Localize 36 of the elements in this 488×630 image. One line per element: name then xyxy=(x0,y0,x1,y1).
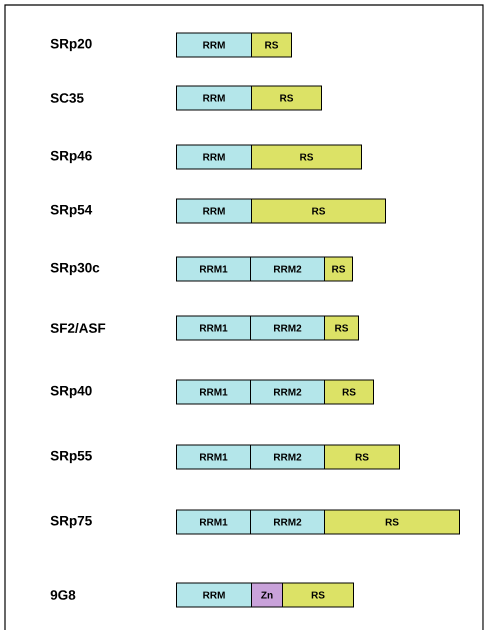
domain-box: RRM1 xyxy=(176,510,251,534)
protein-name: SRp55 xyxy=(50,450,92,464)
domain-box: RS xyxy=(324,316,359,340)
domain-box: RRM xyxy=(176,86,252,110)
domain-box: RS xyxy=(324,444,400,470)
domain-box: RRM xyxy=(176,198,252,224)
domain-box: RRM1 xyxy=(176,256,251,282)
domain-box: RRM xyxy=(176,144,252,170)
protein-name: SRp75 xyxy=(50,516,92,528)
protein-name: SRp46 xyxy=(50,150,92,164)
domain-box: RS xyxy=(324,510,460,534)
domain-box: RRM1 xyxy=(176,380,251,404)
domain-box: Zn xyxy=(251,582,283,608)
domain-box: RS xyxy=(251,144,362,170)
protein-name: SF2/ASF xyxy=(50,322,106,334)
protein-name: SRp20 xyxy=(50,38,92,52)
domain-box: RS xyxy=(251,198,386,224)
domain-box: RRM2 xyxy=(250,380,325,404)
domain-box: RS xyxy=(251,32,292,58)
domain-box: RRM xyxy=(176,32,252,58)
protein-name: SRp40 xyxy=(50,386,92,398)
domain-box: RRM xyxy=(176,582,252,608)
domain-box: RRM2 xyxy=(250,316,325,340)
protein-name: 9G8 xyxy=(50,590,76,600)
domain-box: RRM1 xyxy=(176,444,251,470)
protein-name: SRp54 xyxy=(50,204,92,218)
protein-name: SC35 xyxy=(50,93,84,103)
protein-name: SRp30c xyxy=(50,262,100,276)
domain-box: RRM1 xyxy=(176,316,251,340)
domain-box: RS xyxy=(324,380,374,404)
domain-box: RRM2 xyxy=(250,510,325,534)
domain-box: RRM2 xyxy=(250,256,325,282)
domain-box: RS xyxy=(282,582,354,608)
domain-box: RS xyxy=(324,256,353,282)
domain-box: RS xyxy=(251,86,322,110)
domain-box: RRM2 xyxy=(250,444,325,470)
